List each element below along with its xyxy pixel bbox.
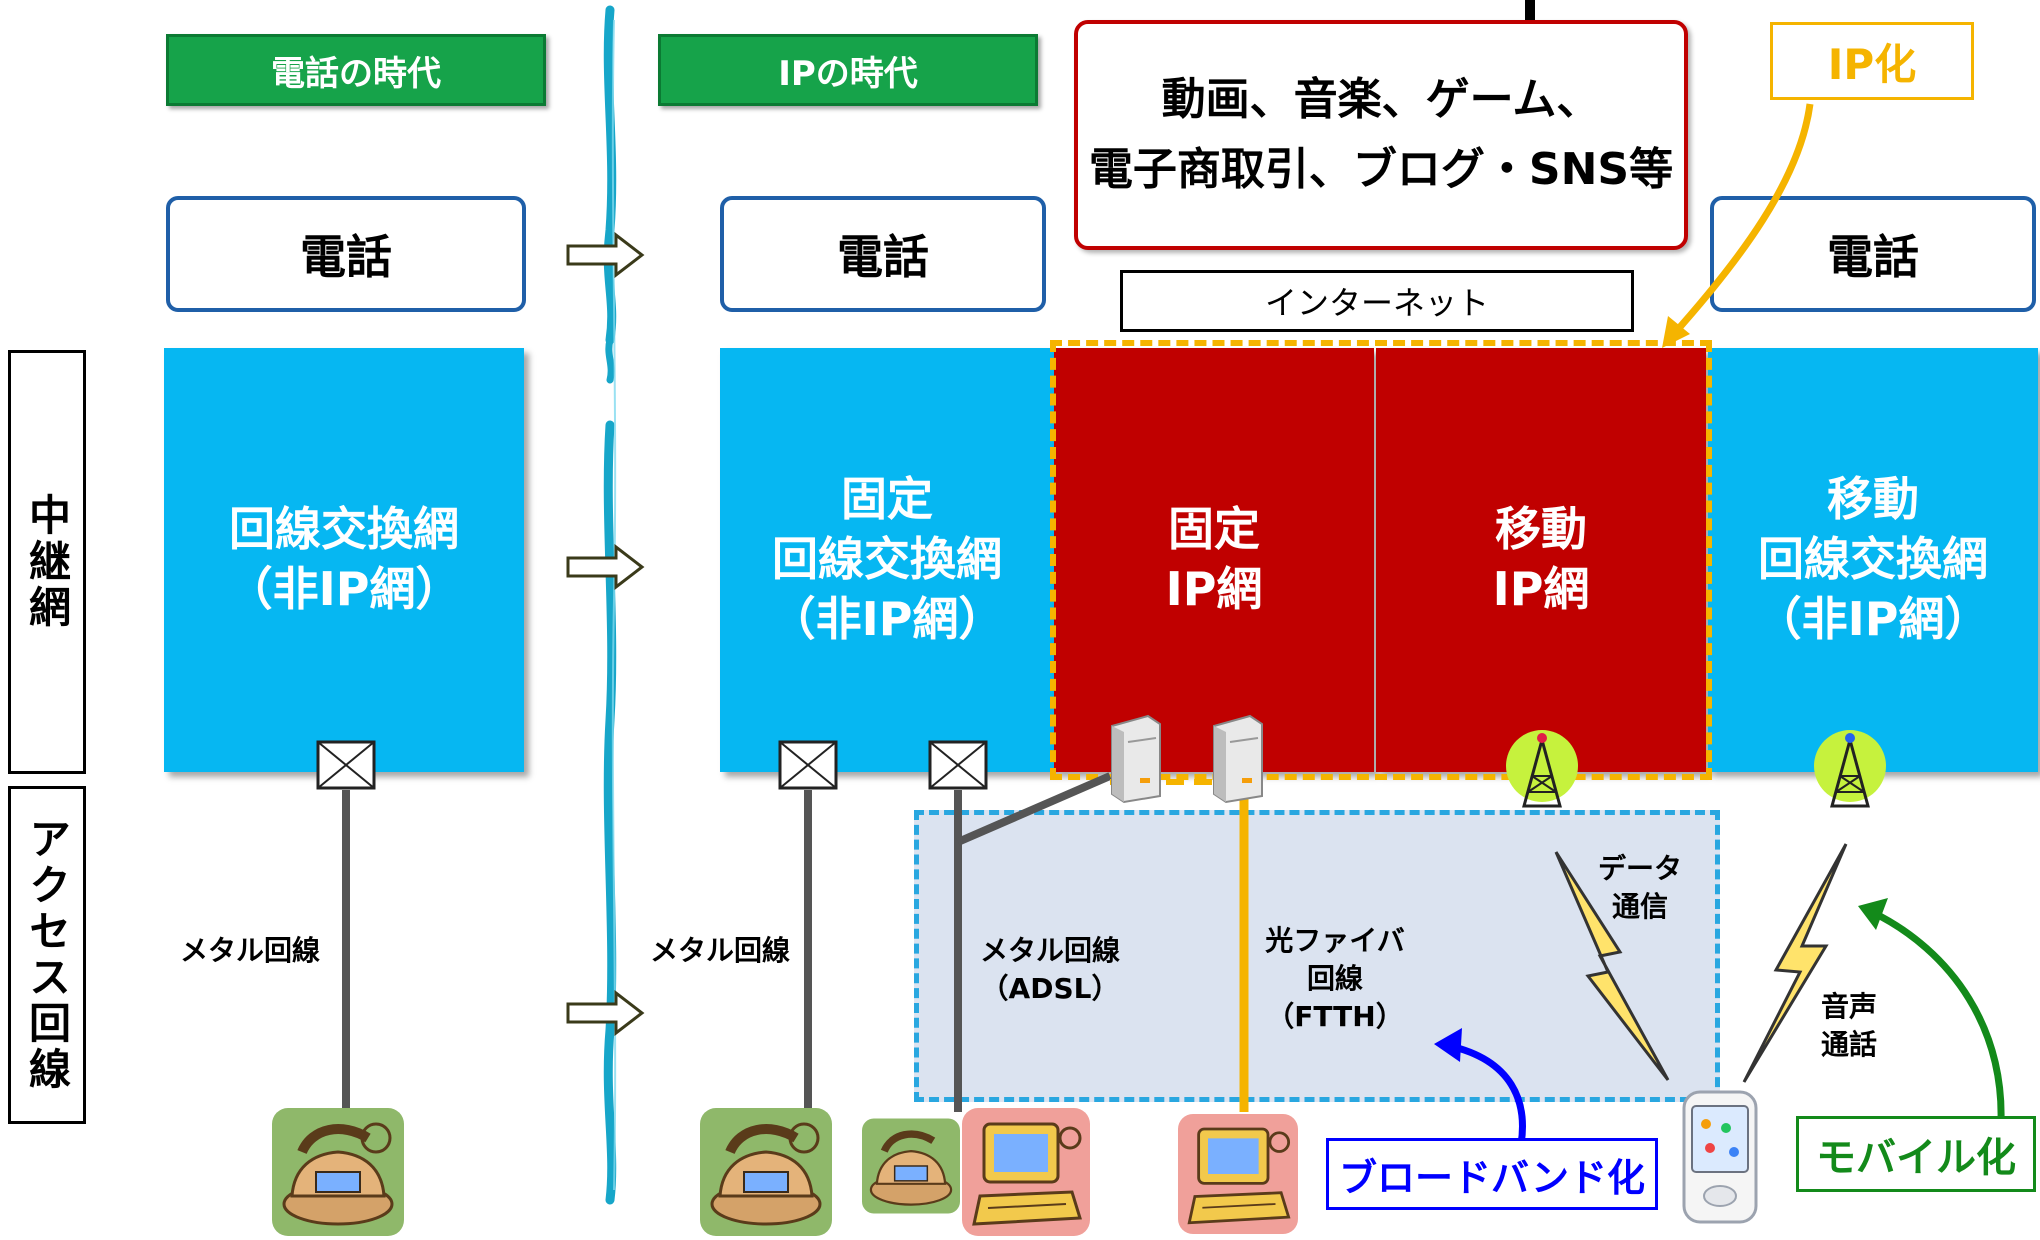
relay-network-label: 中継網 [8,350,86,774]
phone-service-left: 電話 [166,196,526,312]
computer-icon [1178,1114,1298,1234]
access-line-label: アクセス回線 [8,786,86,1124]
adsl-line-label: メタル回線 （ADSL） [979,934,1120,1005]
server-icon [1213,714,1263,804]
computer-icon [962,1108,1090,1236]
fiber-line-label: 光ファイバ 回線 （FTTH） [1265,924,1405,1033]
mobile-callout: モバイル化 [1796,1116,2036,1192]
telephone-icon [862,1118,960,1214]
telephone-icon [272,1108,404,1236]
metal-line-label-left: メタル回線 [179,934,320,967]
mobile-circuit-switched-network: 移動 回線交換網 （非IP網） [1708,348,2038,772]
data-communication-label: データ 通信 [1597,852,1682,923]
antenna-tower-icon [1506,730,1578,808]
transition-arrow-service-icon [566,232,645,278]
exchange-icon [928,740,988,790]
exchange-icon [316,740,376,790]
broadband-callout: ブロードバンド化 [1326,1138,1658,1210]
exchange-icon [778,740,838,790]
broadband-access-area [914,810,1720,1102]
content-line-2: 電子商取引、ブログ・SNS等 [1088,144,1674,195]
phone-service-middle: 電話 [720,196,1046,312]
metal-line-label-middle: メタル回線 [649,934,790,967]
fixed-ip-network: 固定 IP網 [1054,348,1374,772]
mobile-ip-network: 移動 IP網 [1376,348,1706,772]
internet-content-box: 動画、音楽、ゲーム、 電子商取引、ブログ・SNS等 [1074,20,1688,250]
ip-callout: IP化 [1770,22,1974,100]
ip-network-dashed-border [1050,340,1712,780]
phone-era-header: 電話の時代 [166,34,546,106]
antenna-tower-icon [1814,730,1886,808]
voice-call-label: 音声 通話 [1820,990,1877,1061]
transition-arrow-access-icon [566,990,645,1036]
transition-arrow-network-icon [566,544,645,590]
mobile-phone-icon [1682,1090,1758,1224]
telephone-icon [700,1108,832,1236]
internet-label: インターネット [1120,270,1634,332]
fixed-circuit-switched-network: 固定 回線交換網 （非IP網） [720,348,1054,772]
circuit-switched-network-left: 回線交換網 （非IP網） [164,348,524,772]
content-line-1: 動画、音楽、ゲーム、 [1161,73,1601,125]
ip-era-header: IPの時代 [658,34,1038,106]
server-icon [1111,714,1161,804]
